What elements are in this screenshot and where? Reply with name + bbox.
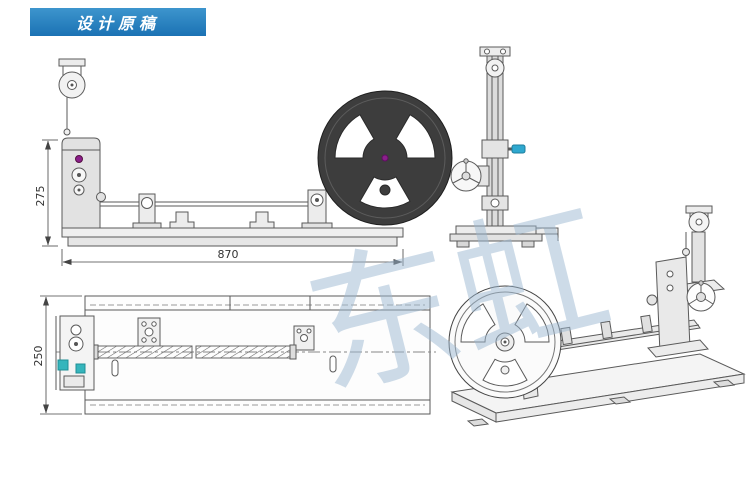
reel-hub <box>381 154 389 162</box>
side-view <box>449 46 559 248</box>
power-indicator <box>75 155 83 163</box>
isometric-view <box>448 205 746 427</box>
reel-latch-hole <box>379 184 391 196</box>
reel-window-right <box>395 114 436 159</box>
front-column <box>61 137 106 231</box>
dim-front-height: 275 <box>34 186 47 207</box>
front-guide-rod <box>100 189 333 229</box>
reel-window-left <box>334 114 375 159</box>
iso-reel <box>448 285 562 400</box>
dim-plan-height: 250 <box>32 346 45 367</box>
iso-tailstock <box>646 256 716 358</box>
blue-knob <box>511 144 526 154</box>
front-base-rail <box>61 227 404 247</box>
dim-front-width: 870 <box>218 248 239 261</box>
teal-roller-a <box>57 359 69 371</box>
banner-title: 设计原稿 <box>75 16 160 33</box>
front-pulley <box>58 58 86 136</box>
plan-feed-assembly <box>55 315 95 391</box>
teal-roller-b <box>75 363 86 374</box>
plan-carriage-left <box>137 317 161 347</box>
plan-view <box>55 295 436 415</box>
side-handwheel <box>450 158 482 192</box>
reel-front <box>317 90 453 226</box>
front-dimensions: 275 870 <box>34 139 404 266</box>
plan-dimension: 250 <box>32 295 82 415</box>
plan-lead-screw <box>56 344 436 360</box>
plan-carriage-right <box>293 325 315 351</box>
front-view <box>58 58 404 247</box>
title-banner: 设计原稿 <box>30 8 206 36</box>
